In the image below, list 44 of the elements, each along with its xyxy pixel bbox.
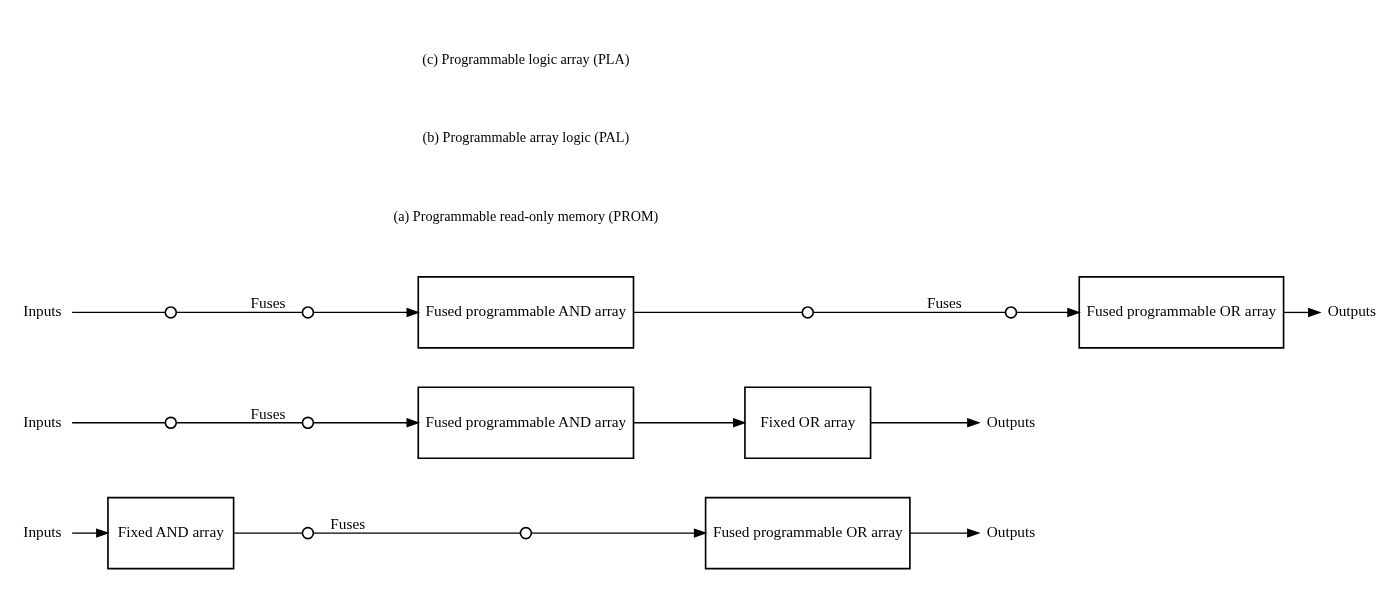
arrow [870, 418, 981, 428]
label: (c) Programmable logic array (PLA) [422, 50, 630, 67]
node-box: Fused programmable AND array [417, 276, 635, 349]
arrow [312, 418, 421, 428]
node-text: Inputs [23, 523, 62, 541]
node-text: Inputs [23, 412, 62, 430]
node-circle [801, 306, 815, 319]
node-text: Inputs [23, 302, 62, 320]
node-circle [164, 306, 178, 319]
arrow [1015, 307, 1081, 318]
arrow [530, 528, 708, 538]
node-box: Fused programmable AND array [417, 386, 635, 460]
node-box: Fixed OR array [744, 386, 872, 460]
node-box: Fixed AND array [107, 496, 235, 570]
connector [812, 311, 1007, 314]
label: (b) Programmable array logic (PAL) [422, 129, 630, 146]
arrow [632, 418, 747, 428]
label: (a) Programmable read-only memory (PROM) [393, 208, 659, 225]
connector [71, 311, 166, 314]
connector [175, 422, 303, 424]
node-circle [301, 306, 315, 319]
node-text: Outputs [986, 523, 1036, 541]
edge-label: Fuses [250, 404, 286, 422]
node-box: Fused programmable OR array [1078, 276, 1285, 349]
arrow [909, 528, 981, 538]
arrow [312, 307, 421, 318]
connector [175, 311, 303, 314]
node-circle [519, 526, 533, 540]
connector [632, 311, 803, 314]
node-circle [301, 526, 315, 540]
connector [233, 532, 303, 534]
node-text: Outputs [1327, 302, 1377, 320]
edge-label: Fuses [926, 294, 962, 312]
node-circle [164, 416, 178, 430]
connector [71, 422, 166, 424]
connector [312, 532, 521, 534]
node-circle [1004, 306, 1018, 319]
edge-label: Fuses [330, 514, 366, 532]
edge-label: Fuses [250, 294, 286, 312]
arrow [71, 528, 110, 538]
node-box: Fused programmable OR array [704, 496, 911, 570]
node-circle [301, 416, 315, 430]
arrow [1283, 307, 1322, 318]
node-text: Outputs [986, 412, 1036, 430]
